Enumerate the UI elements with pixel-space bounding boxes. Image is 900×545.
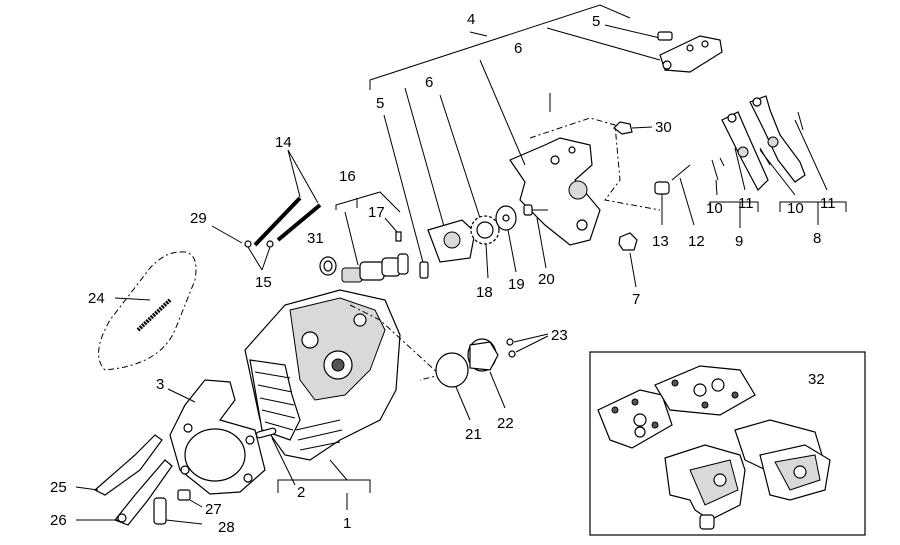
callout-5-mid: 5 <box>376 95 384 112</box>
callout-27: 27 <box>205 501 222 518</box>
timing-disc-icon <box>495 205 517 231</box>
callout-6-top: 6 <box>514 40 522 57</box>
callout-25: 25 <box>50 479 67 496</box>
callout-21: 21 <box>465 426 482 443</box>
rocker-carrier-icon <box>509 137 601 246</box>
callout-8: 8 <box>813 230 821 247</box>
callout-15: 15 <box>255 274 272 291</box>
callout-22: 22 <box>497 415 514 432</box>
o-ring-icon <box>435 352 471 421</box>
cam-bearing-icon <box>427 219 476 263</box>
callout-13: 13 <box>652 233 669 250</box>
callout-16: 16 <box>339 168 356 185</box>
callout-10-left: 10 <box>706 200 723 217</box>
group-4-bracket <box>369 4 661 90</box>
callout-28: 28 <box>218 519 235 536</box>
adjuster-screw-icon <box>654 164 695 226</box>
washer-icon <box>613 121 653 135</box>
callout-12: 12 <box>688 233 705 250</box>
tensioner-icon <box>153 497 203 525</box>
bolt-icon <box>177 489 203 508</box>
timing-chain-icon <box>98 251 197 371</box>
callout-17: 17 <box>368 204 385 221</box>
cam-cover-icon <box>467 338 506 409</box>
callout-7: 7 <box>632 291 640 308</box>
callout-30: 30 <box>655 119 672 136</box>
callout-26: 26 <box>50 512 67 529</box>
chain-guide-icon <box>93 434 173 526</box>
callout-14: 14 <box>275 134 292 151</box>
rocker-support-icon <box>659 35 723 73</box>
nut-icon <box>618 232 638 288</box>
callout-5-top: 5 <box>592 13 600 30</box>
screw-icon <box>506 333 549 358</box>
callout-18: 18 <box>476 284 493 301</box>
callout-31: 31 <box>307 230 324 247</box>
rocker-arm-icon <box>721 95 806 191</box>
callout-20: 20 <box>538 271 555 288</box>
callout-11-left: 11 <box>738 195 754 212</box>
callout-2: 2 <box>297 484 305 501</box>
callout-1: 1 <box>343 515 351 532</box>
gasket-kit-box <box>589 351 866 536</box>
bolt-icon <box>604 24 673 41</box>
callout-19: 19 <box>508 276 525 293</box>
head-gasket-icon <box>169 379 266 495</box>
callout-labels: 1 2 3 4 5 5 6 6 6 7 8 9 10 10 11 11 12 1… <box>50 11 836 536</box>
camshaft-icon <box>341 253 409 283</box>
cylinder-head-icon <box>244 289 401 461</box>
callout-29: 29 <box>190 210 207 227</box>
callout-24: 24 <box>88 290 105 307</box>
callout-10-right: 10 <box>787 200 804 217</box>
callout-6-left: 6 <box>425 74 433 91</box>
callout-32: 32 <box>808 371 825 388</box>
callout-23: 23 <box>551 327 568 344</box>
callout-3: 3 <box>156 376 164 393</box>
gasket-kit-icon <box>597 365 831 530</box>
callout-11-right: 11 <box>820 195 836 212</box>
callout-9: 9 <box>735 233 743 250</box>
gear-icon <box>470 215 500 245</box>
seal-ring-icon <box>319 256 337 276</box>
bolt-icon <box>523 204 548 269</box>
callout-4: 4 <box>467 11 475 28</box>
